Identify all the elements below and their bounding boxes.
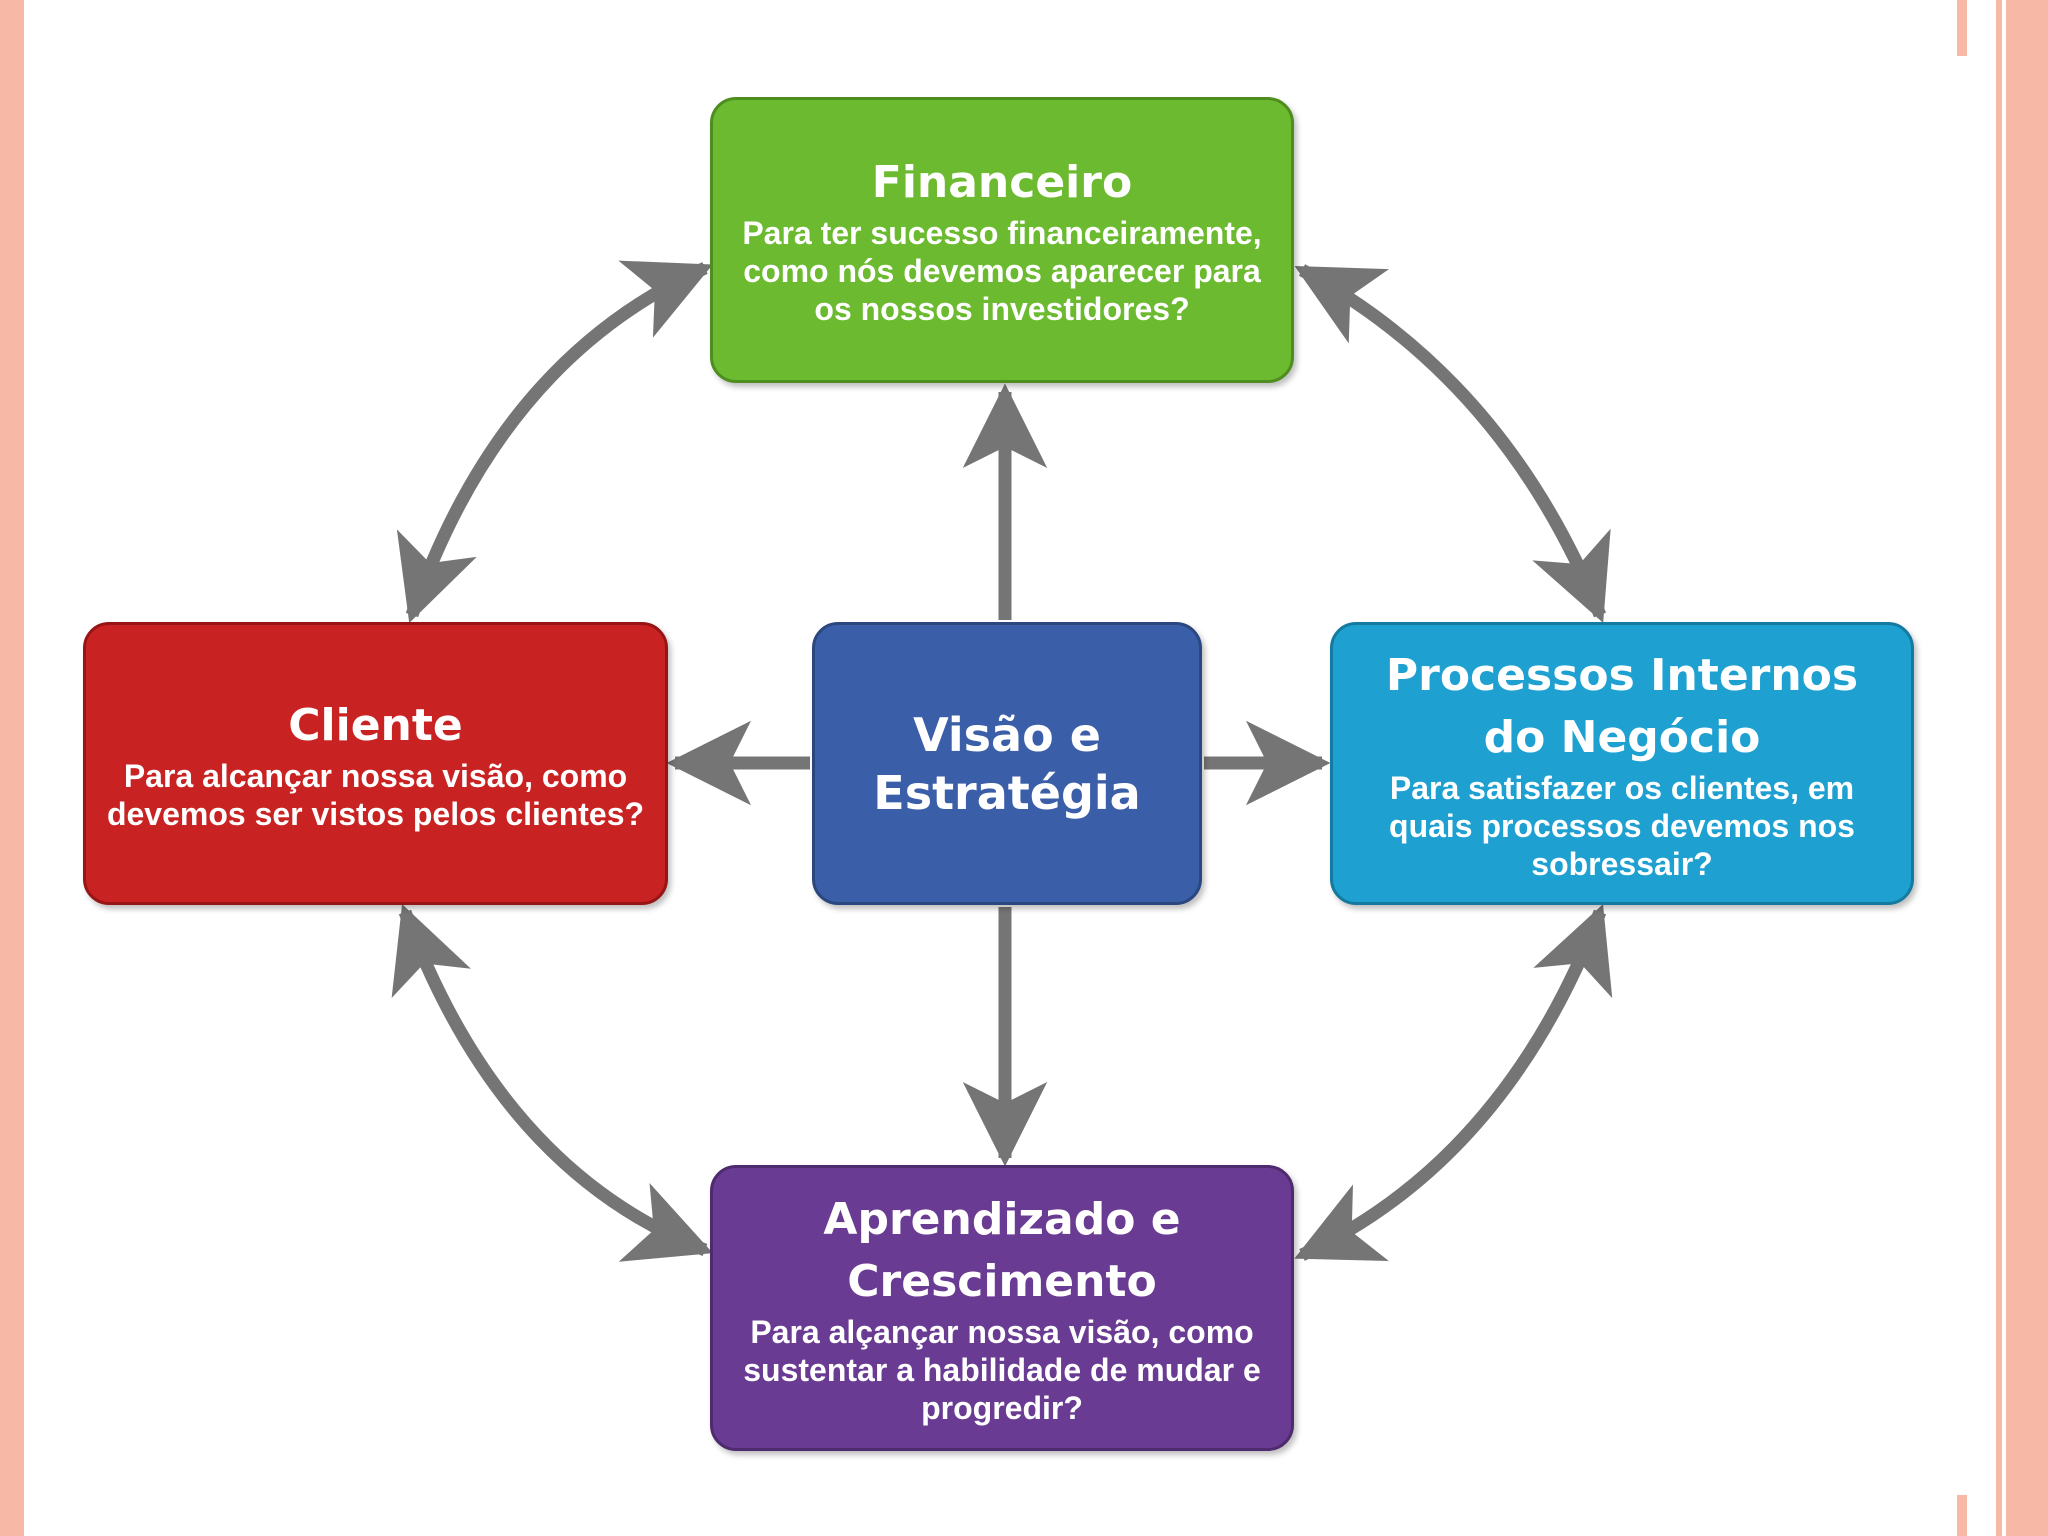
processos-internos-description: Para satisfazer os clientes, em quais pr… — [1389, 769, 1855, 882]
financeiro-title: Financeiro — [871, 157, 1133, 208]
slide-left-border — [0, 0, 24, 1536]
slide-decor-line-bottom — [1957, 1495, 1967, 1536]
financeiro-box: Financeiro Para ter sucesso financeirame… — [710, 97, 1294, 383]
aprendizado-crescimento-description: Para alçançar nossa visão, como sustenta… — [743, 1314, 1261, 1426]
arrow-financeiro-processos — [1294, 264, 1611, 623]
cliente-title: Cliente — [288, 699, 463, 751]
cliente-box: Cliente Para alcançar nossa visão, como … — [83, 622, 668, 905]
cliente-description: Para alcançar nossa visão, como devemos … — [106, 757, 645, 832]
arrow-cliente-financeiro — [396, 260, 713, 623]
aprendizado-crescimento-title: Aprendizado e Crescimento — [823, 1194, 1181, 1307]
processos-internos-title: Processos Internos do Negócio — [1385, 649, 1859, 763]
financeiro-description: Para ter sucesso financeiramente, como n… — [742, 215, 1262, 327]
slide-right-border — [1992, 0, 2048, 1536]
visao-estrategia-box: Visão e Estratégia — [812, 622, 1202, 905]
visao-estrategia-title: Visão e Estratégia — [873, 707, 1141, 820]
arrow-processos-aprendizado — [1294, 904, 1613, 1261]
slide-decor-line-top — [1957, 0, 1967, 56]
aprendizado-crescimento-box: Aprendizado e Crescimento Para alçançar … — [710, 1165, 1294, 1451]
arrow-cliente-aprendizado — [391, 904, 713, 1262]
processos-internos-box: Processos Internos do Negócio Para satis… — [1330, 622, 1914, 905]
